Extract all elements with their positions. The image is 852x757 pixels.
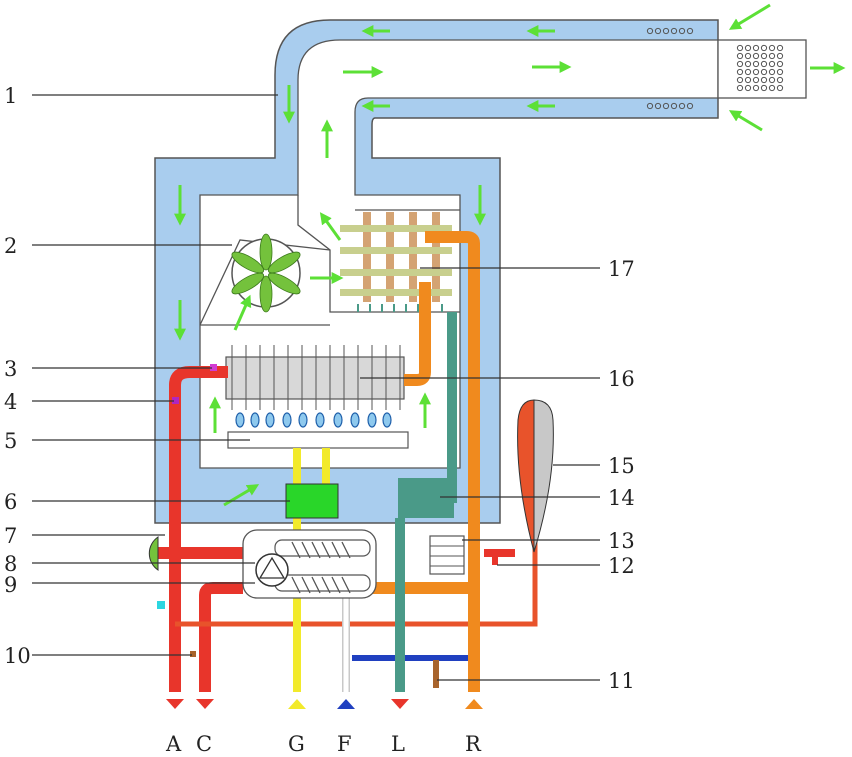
callout-16: 16 xyxy=(608,367,635,391)
condensate-trap xyxy=(398,478,454,518)
overheat-sensor xyxy=(172,397,179,404)
drain-sensor xyxy=(157,601,165,609)
callout-8: 8 xyxy=(4,552,17,576)
pump xyxy=(255,553,289,587)
port-a-arrow xyxy=(166,699,184,709)
gas-valve xyxy=(285,483,339,519)
callout-9: 9 xyxy=(4,573,17,597)
callouts-right: 11 12 13 14 15 16 17 xyxy=(608,257,635,693)
callouts-left: 1 2 3 4 5 6 7 8 9 10 xyxy=(4,84,31,668)
callout-5: 5 xyxy=(4,429,17,453)
terminal-vent-holes xyxy=(646,27,784,110)
fan xyxy=(231,233,301,313)
expansion-valve xyxy=(148,536,159,571)
port-label-f: F xyxy=(337,732,352,756)
callout-17: 17 xyxy=(608,257,635,281)
fan-hood xyxy=(199,195,460,326)
callout-7: 7 xyxy=(4,524,17,548)
callout-4: 4 xyxy=(4,390,17,414)
pipes xyxy=(155,231,538,692)
secondary-heat-exchanger xyxy=(340,212,452,312)
callout-13: 13 xyxy=(608,529,635,553)
burner xyxy=(227,431,409,449)
port-labels: A C G F L R xyxy=(165,732,482,756)
airflow-arrows xyxy=(174,3,846,507)
port-label-l: L xyxy=(391,732,405,756)
pressure-relief xyxy=(190,651,196,657)
flow-sensor xyxy=(210,364,217,371)
port-label-r: R xyxy=(465,732,482,756)
port-label-g: G xyxy=(288,732,305,756)
port-f-arrow xyxy=(337,699,355,709)
port-c-arrow xyxy=(196,699,214,709)
leader-lines xyxy=(32,94,600,681)
port-label-c: C xyxy=(196,732,212,756)
expansion-vessel xyxy=(517,399,554,553)
callout-3: 3 xyxy=(4,357,17,381)
port-g-arrow xyxy=(288,699,306,709)
callout-15: 15 xyxy=(608,454,635,478)
callout-14: 14 xyxy=(608,486,635,510)
port-arrows xyxy=(166,699,483,709)
callout-2: 2 xyxy=(4,234,17,258)
callout-6: 6 xyxy=(4,490,17,514)
port-label-a: A xyxy=(165,732,182,756)
callout-11: 11 xyxy=(608,669,635,693)
callout-10: 10 xyxy=(4,644,31,668)
port-l-arrow xyxy=(391,699,409,709)
callout-1: 1 xyxy=(4,84,17,108)
callout-12: 12 xyxy=(608,554,635,578)
port-r-arrow xyxy=(465,699,483,709)
control-unit xyxy=(429,535,465,575)
burner-flames xyxy=(235,412,392,428)
